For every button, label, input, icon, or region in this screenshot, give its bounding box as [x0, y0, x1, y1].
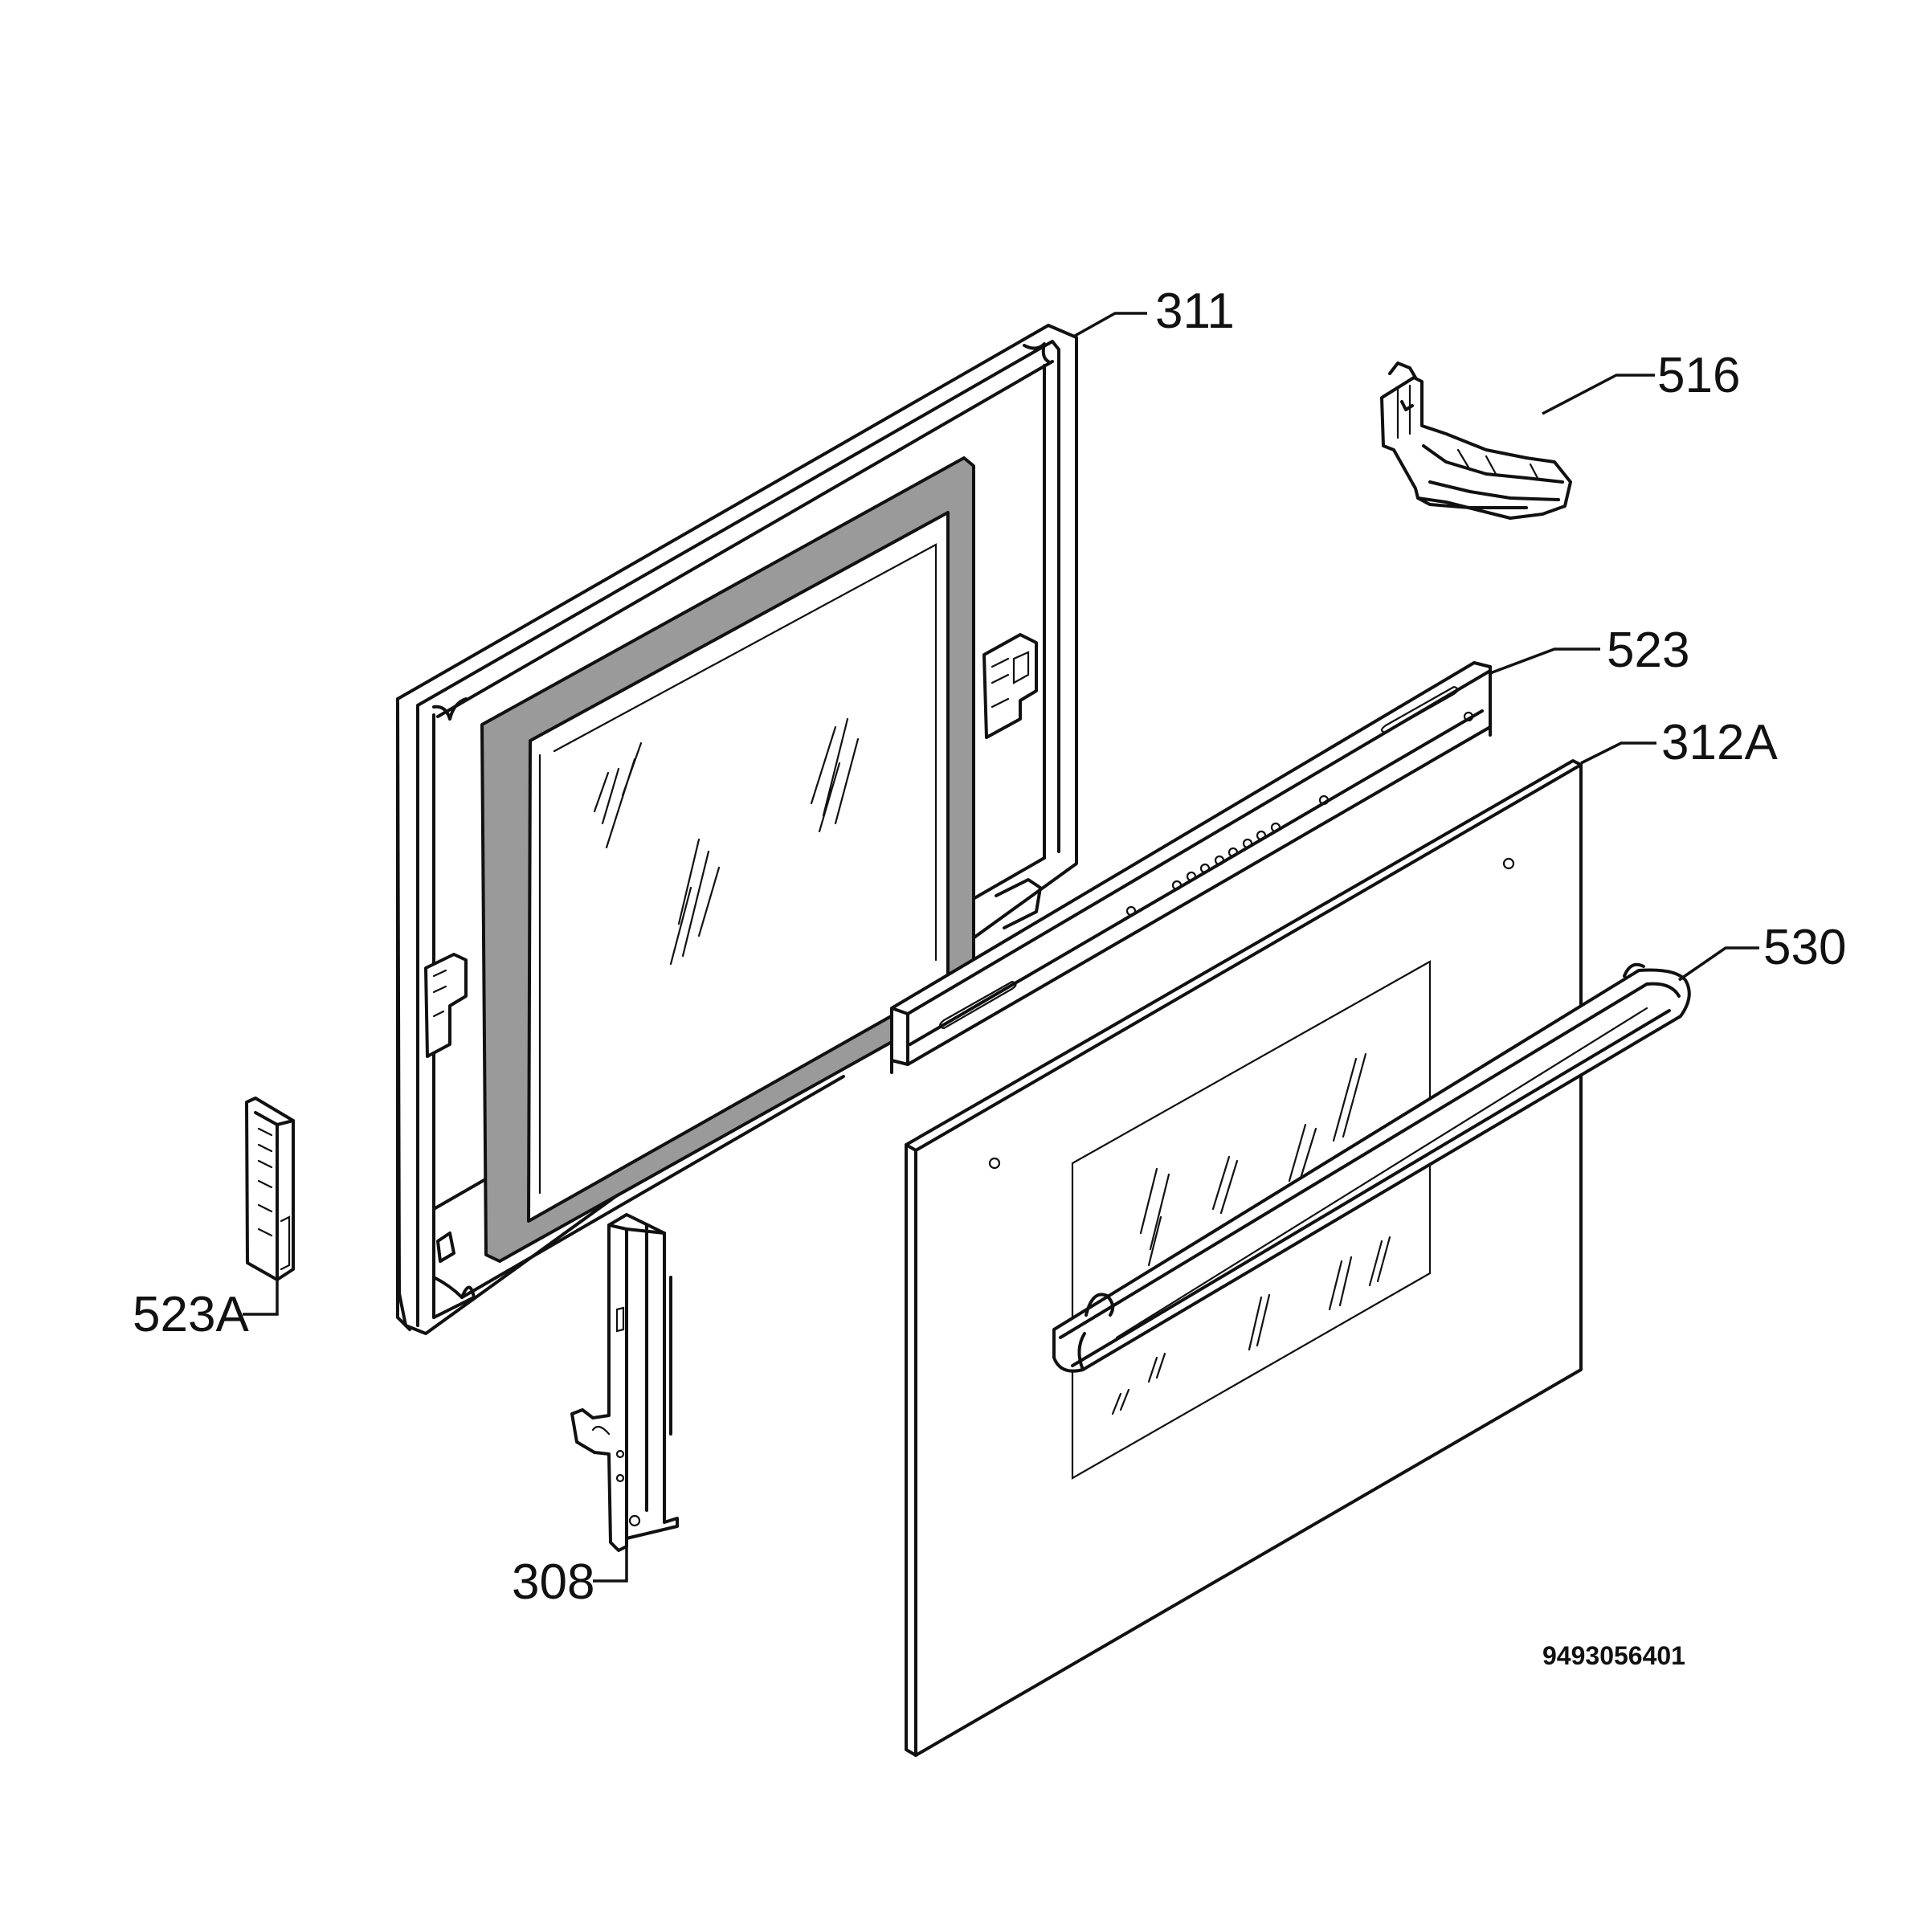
callout-523: 523 [1607, 623, 1689, 678]
outer-door-screw-hole [1502, 857, 1515, 870]
handle-bar [1052, 968, 1691, 1373]
part-530-handle [1052, 962, 1691, 1373]
hinge-arm-body [570, 1213, 679, 1552]
inner-door-back-edge [396, 697, 411, 1331]
side-bracket-body [245, 1097, 295, 1281]
callout-308: 308 [512, 1554, 594, 1610]
callout-311: 311 [1155, 284, 1235, 339]
inner-door-right-bracket [982, 633, 1038, 739]
callout-530: 530 [1763, 920, 1846, 975]
outer-door-window [1071, 960, 1432, 1480]
trim-strip-holes [1125, 711, 1474, 917]
inner-glass-reflections [593, 717, 860, 966]
leader-516 [1542, 374, 1655, 415]
part-516-hinge-block [1380, 361, 1572, 520]
leader-523A [243, 1277, 279, 1316]
inner-door-left-bracket [424, 953, 468, 1058]
callout-312A: 312A [1661, 715, 1778, 770]
outer-door-screw-hole [988, 1157, 1001, 1170]
callout-523A: 523A [133, 1287, 249, 1342]
part-308-hinge-arm [570, 1213, 679, 1552]
leader-312A [1580, 741, 1656, 765]
leader-311 [1074, 312, 1147, 337]
part-523-trim-strip [890, 661, 1492, 1074]
leader-lines [243, 312, 1759, 1583]
leader-530 [1678, 946, 1759, 982]
leader-523 [1489, 647, 1600, 675]
part-311-inner-door [396, 324, 1078, 1335]
outer-glass-reflections [1111, 1052, 1391, 1415]
leader-308 [593, 1546, 628, 1583]
callout-516: 516 [1657, 348, 1740, 403]
callout-labels: 311 516 523 312A 530 523A 308 9493056401 [133, 284, 1846, 1670]
part-523A-side-bracket [245, 1097, 295, 1281]
diagram-reference-code: 9493056401 [1542, 1641, 1685, 1670]
